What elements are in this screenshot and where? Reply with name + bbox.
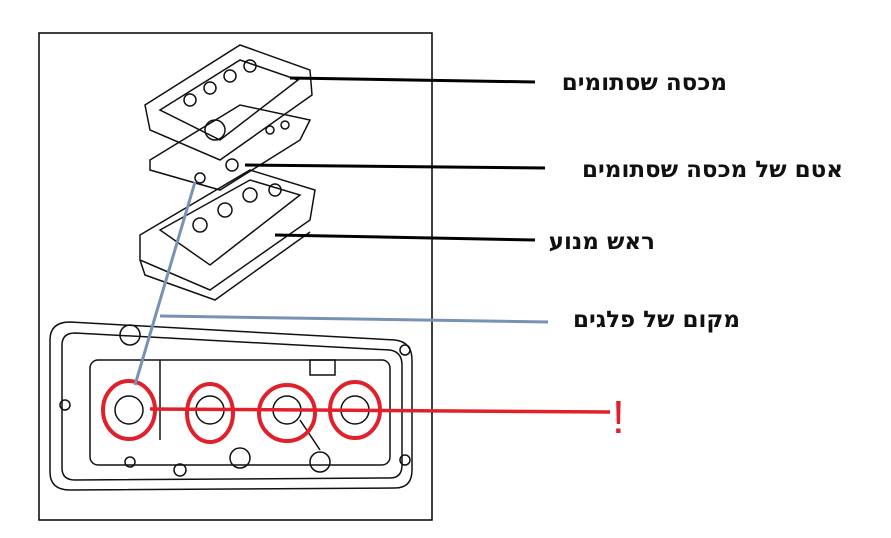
label-cylinder-head: ראש מנוע [548,229,655,255]
label-valve-cover-gasket: אטם של מכסה שסתומים [582,157,843,183]
valve-cover-drawing [144,44,313,191]
cylinder-head-drawing [139,169,316,301]
valve-cover-pointer [289,76,536,84]
warning-pointer-line [149,407,611,414]
cylinder-head-pointer [274,233,536,242]
label-spark-plug-location: מקום של פלגים [573,307,740,333]
diagram-frame [38,32,433,521]
valve-cover-plan-drawing [49,321,413,491]
label-valve-cover: מכסה שסתומים [561,70,727,96]
spark-plug-circle-3 [257,383,317,443]
gasket-pointer [244,163,546,170]
warning-exclamation: ! [612,391,625,443]
spark-plug-pointer-diagonal [133,181,197,386]
spark-plug-pointer [159,314,549,324]
spark-plug-circle-2 [185,382,235,444]
